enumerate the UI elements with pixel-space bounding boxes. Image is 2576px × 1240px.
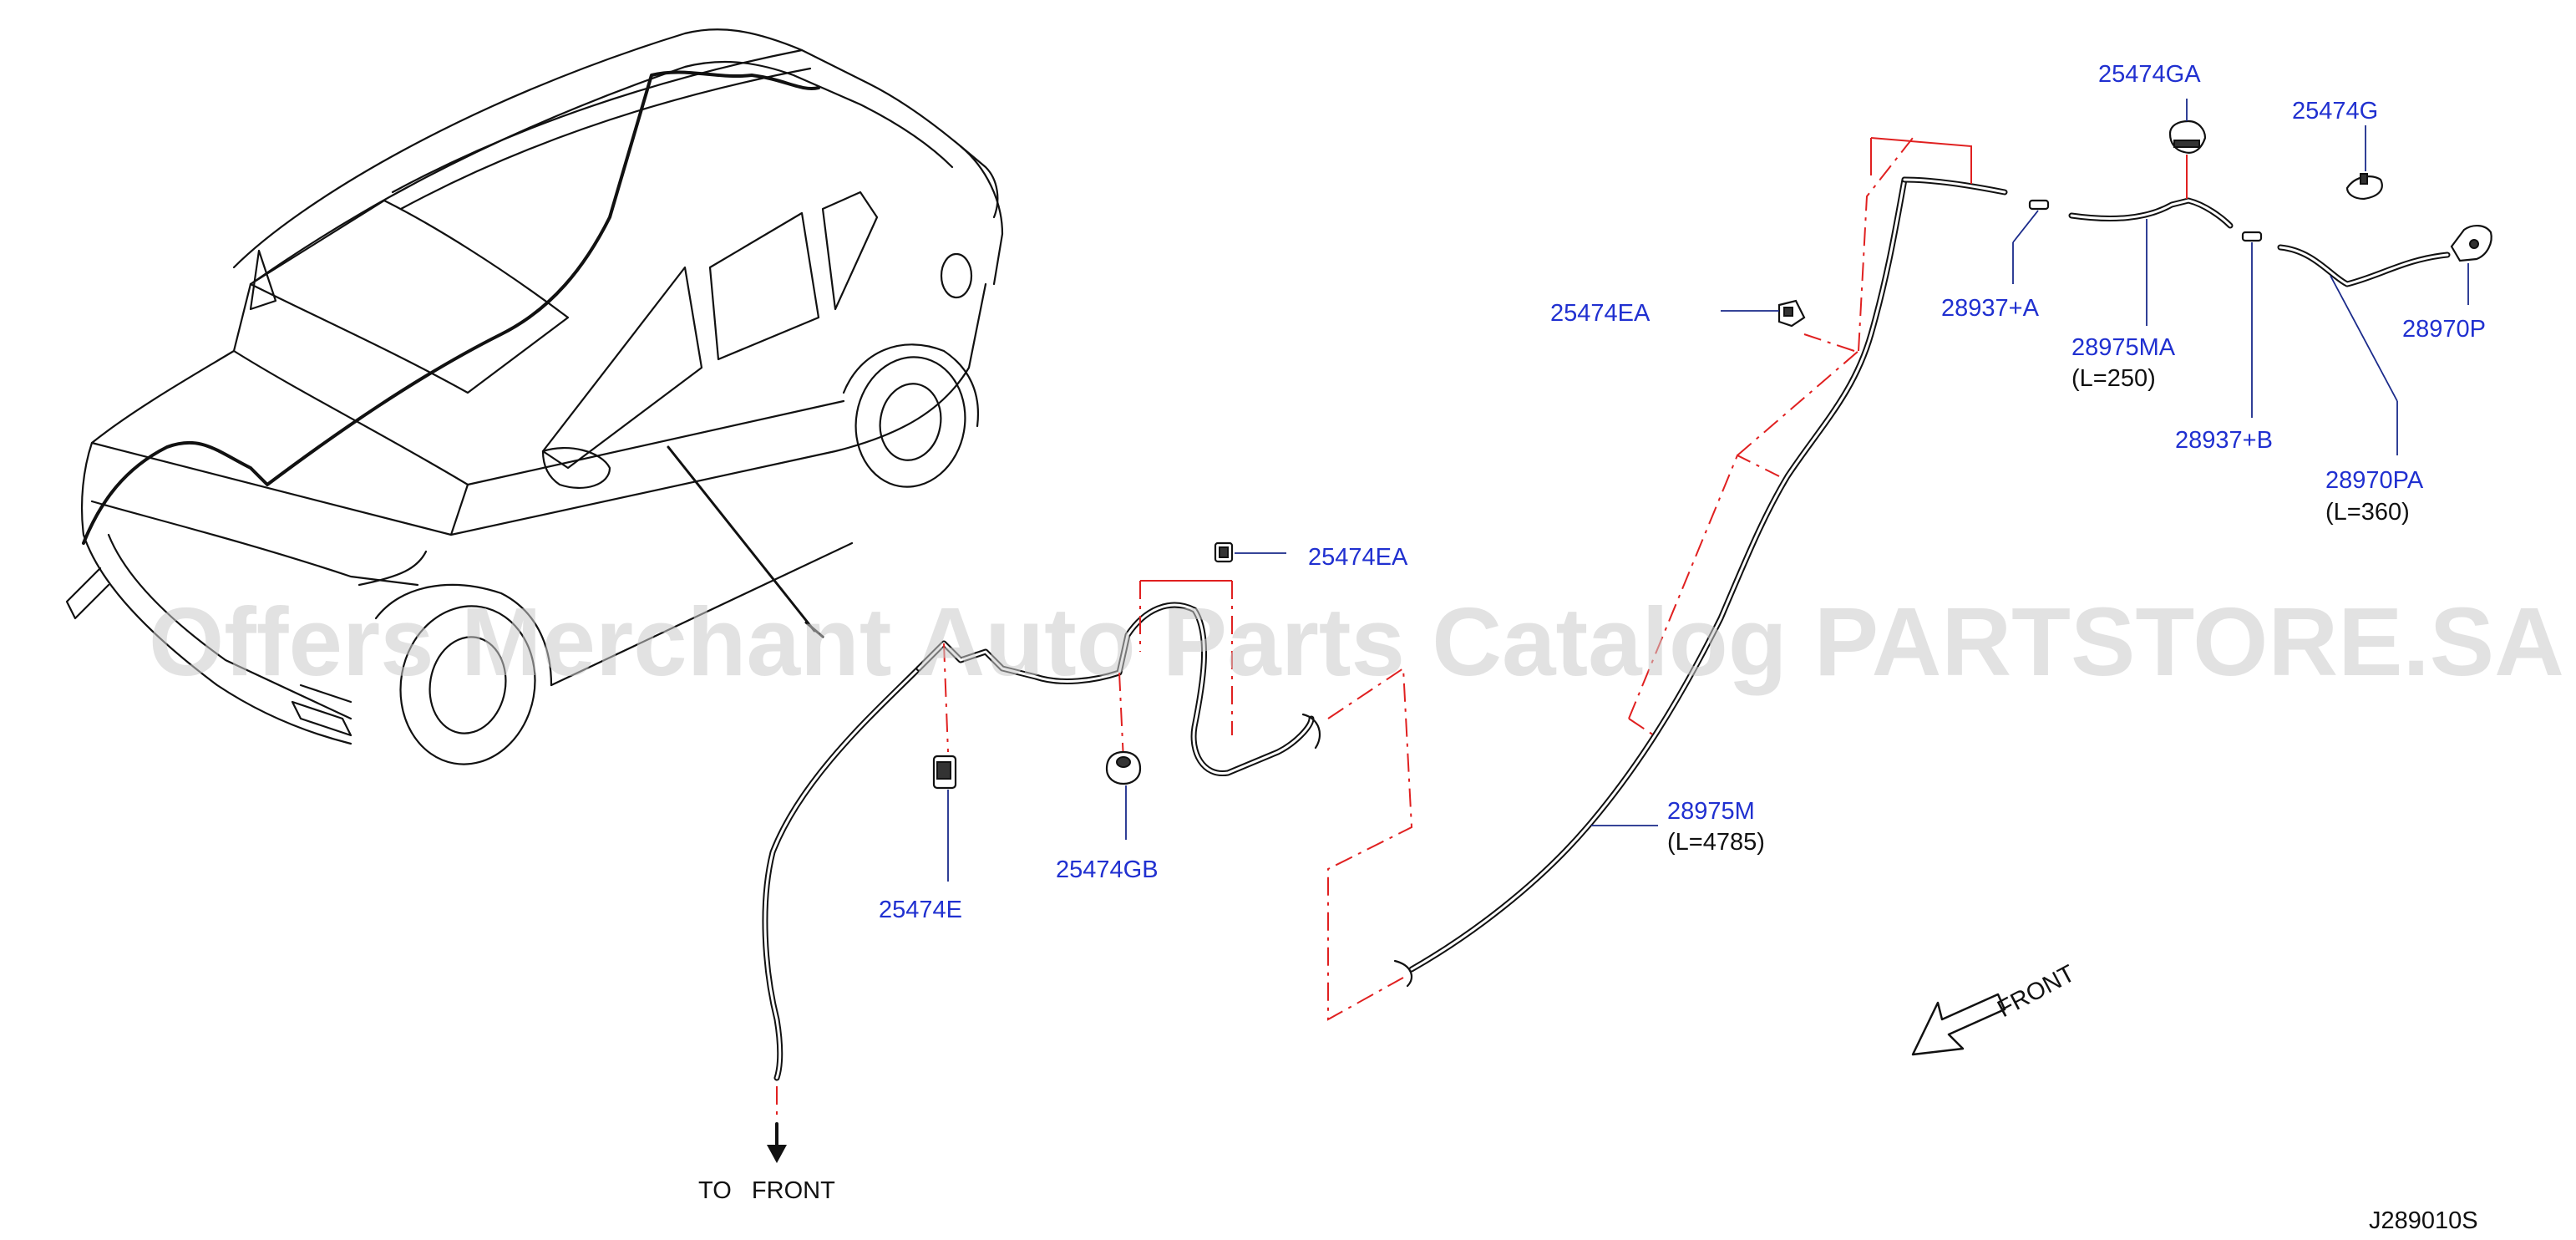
joint-28937B — [2241, 231, 2263, 418]
front-direction-arrow — [1911, 993, 2006, 1056]
label-25474G: 25474G — [2292, 98, 2378, 125]
clip-25474E — [932, 755, 957, 882]
label-28970PA: 28970PA — [2325, 467, 2424, 494]
watermark-text: Offers Merchant Auto Parts Catalog PARTS… — [149, 587, 2564, 696]
vehicle-illustration — [65, 28, 1004, 765]
label-28975MA: 28975MA — [2071, 334, 2176, 361]
label-28975MA-length: (L=250) — [2071, 365, 2156, 392]
part-labels: 25474GA 25474G 25474EA 28937+A 28975MA (… — [698, 61, 2486, 1234]
rear-hose-section — [1393, 99, 2492, 1056]
joint-28937A — [2012, 199, 2050, 284]
label-28970P: 28970P — [2402, 316, 2486, 343]
nozzle-28970P — [2450, 225, 2492, 305]
label-25474EA-mid: 25474EA — [1308, 544, 1408, 571]
label-28937B: 28937+B — [2175, 427, 2273, 454]
label-25474GA: 25474GA — [2098, 61, 2201, 88]
label-28975M: 28975M — [1667, 798, 1755, 825]
label-25474EA-top: 25474EA — [1550, 300, 1651, 327]
label-25474E: 25474E — [879, 897, 962, 923]
diagram-code: J289010S — [2369, 1207, 2478, 1234]
label-to-front: TO FRONT — [698, 1177, 835, 1204]
label-28937A: 28937+A — [1941, 295, 2040, 322]
label-28975M-length: (L=4785) — [1667, 829, 1765, 856]
clip-25474EA-mid — [1214, 541, 1286, 563]
front-hose-section — [762, 541, 1413, 1163]
label-25474GB: 25474GB — [1056, 856, 1159, 883]
label-28970PA-length: (L=360) — [2325, 499, 2410, 526]
clip-25474G — [2345, 125, 2383, 201]
label-front: FRONT — [1993, 960, 2079, 1023]
grommet-25474GB — [1105, 750, 1142, 840]
clip-25474EA-top — [1721, 299, 1806, 328]
grommet-25474GA — [2168, 99, 2207, 199]
